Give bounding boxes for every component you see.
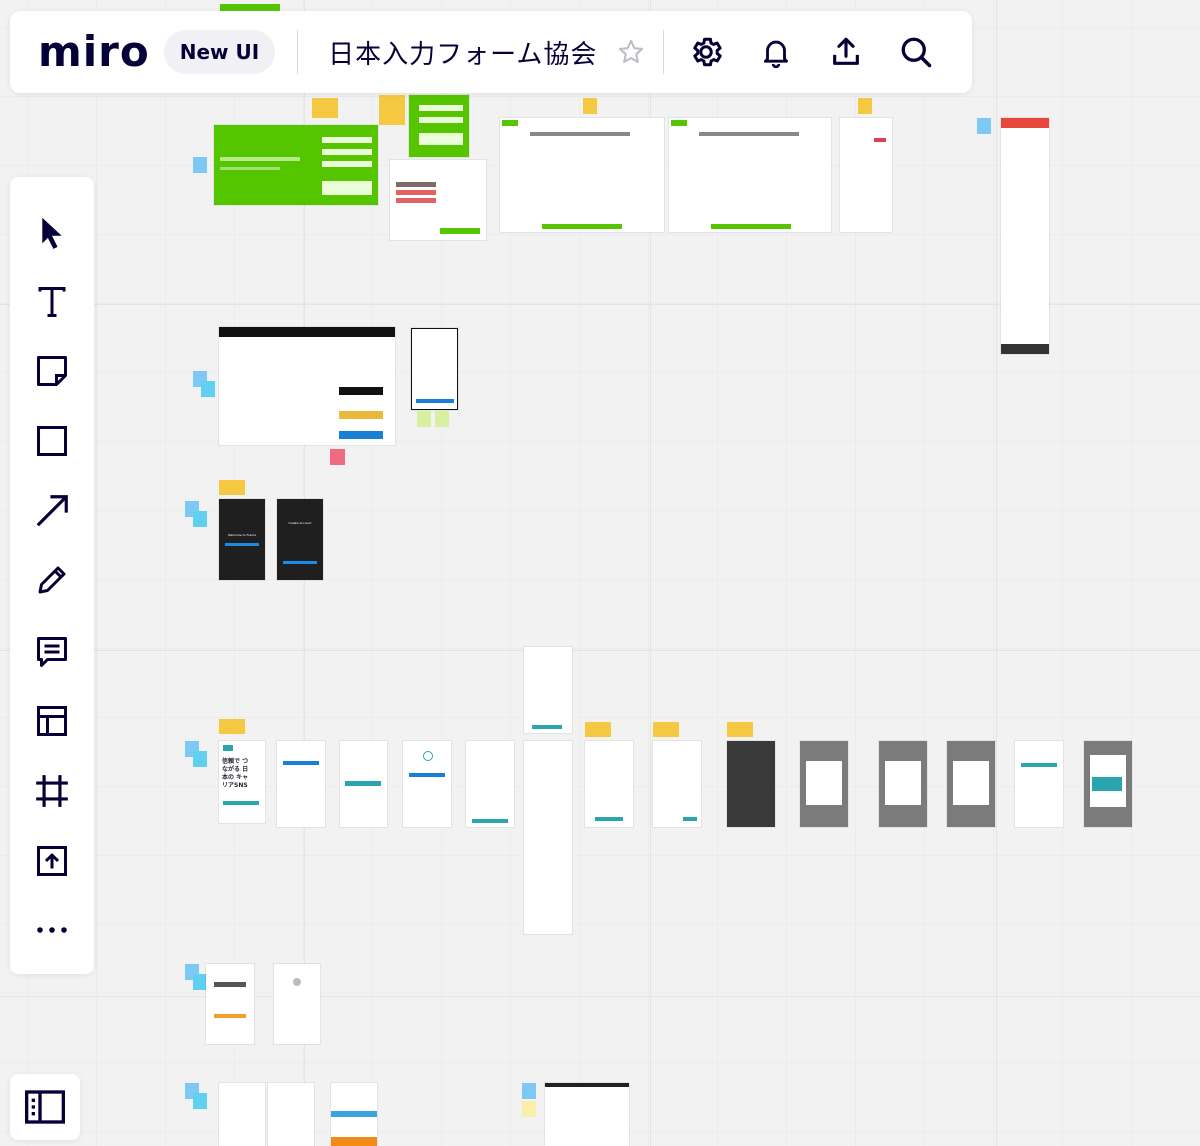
frame-dark-create[interactable]: Create Account <box>277 499 323 580</box>
comment-tool[interactable] <box>28 628 76 676</box>
sticky-note-yellow[interactable] <box>583 98 597 114</box>
star-icon[interactable] <box>611 32 651 72</box>
frame-dark-welcome[interactable]: Welcome to Frame <box>219 499 265 580</box>
sticky-note-yellow[interactable] <box>219 480 245 495</box>
frame-bottom-form-2[interactable] <box>268 1083 314 1146</box>
sticky-note-blue[interactable] <box>201 381 215 397</box>
frame-app-long-2[interactable] <box>524 741 572 934</box>
frame-dark-create-title: Create Account <box>288 521 312 525</box>
template-tool[interactable] <box>28 697 76 745</box>
frame-app-6[interactable] <box>585 741 633 827</box>
frame-bottom-form-3[interactable] <box>331 1083 377 1146</box>
sticky-note-lime[interactable] <box>417 411 431 427</box>
shape-tool[interactable] <box>28 417 76 465</box>
frame-qiita-tag-mobile[interactable] <box>840 118 892 232</box>
frame-app-long[interactable] <box>524 647 572 733</box>
sticky-note-blue[interactable] <box>977 118 991 134</box>
upload-tool[interactable] <box>28 837 76 885</box>
frame-qiita-tag-follow-2[interactable] <box>669 118 831 232</box>
frame-bottom-form-1[interactable] <box>219 1083 265 1146</box>
frame-app-modal-4[interactable] <box>1084 741 1132 827</box>
top-bar: miro New UI 日本入力フォーム協会 <box>10 11 972 93</box>
frame-app-plain[interactable] <box>1015 741 1063 827</box>
frame-app-dark-modal[interactable] <box>727 741 775 827</box>
frame-qiita-welcome[interactable] <box>390 160 486 240</box>
bell-icon[interactable] <box>756 32 796 72</box>
sticky-note-yellow[interactable] <box>312 98 338 118</box>
frame-mobile-long[interactable] <box>1001 118 1049 354</box>
miro-logo[interactable]: miro <box>38 27 150 76</box>
left-toolbar <box>10 177 94 974</box>
new-ui-badge[interactable]: New UI <box>163 30 276 74</box>
sticky-note-pink[interactable] <box>330 449 345 465</box>
sticky-note-yellow[interactable] <box>858 98 872 114</box>
pen-tool[interactable] <box>28 556 76 604</box>
frame-app-modal-2[interactable] <box>879 741 927 827</box>
sticky-note-blue[interactable] <box>193 1093 207 1109</box>
frame-dark-welcome-title: Welcome to Frame <box>228 533 256 537</box>
panel-toggle-icon[interactable] <box>10 1074 80 1140</box>
frame-career-sns[interactable]: 信頼で つながる 日本の キャリアSNS <box>219 741 265 823</box>
sticky-note-yellow[interactable] <box>220 4 280 12</box>
sticky-note-yellow[interactable] <box>727 722 753 737</box>
frame-app-3[interactable] <box>340 741 387 827</box>
sticky-note-blue[interactable] <box>193 157 207 173</box>
more-icon[interactable] <box>28 906 76 954</box>
frame-tool[interactable] <box>28 767 76 815</box>
sticky-note-yellow[interactable] <box>653 722 679 737</box>
sticky-note-lime[interactable] <box>522 1101 536 1117</box>
frame-career-sns-copy: 信頼で つながる 日本の キャリアSNS <box>222 758 249 789</box>
frame-app-modal-3[interactable] <box>947 741 995 827</box>
text-tool[interactable] <box>28 278 76 326</box>
sticky-note-blue[interactable] <box>193 974 207 990</box>
sticky-note-blue[interactable] <box>522 1083 536 1099</box>
frame-qiita-signup[interactable] <box>409 95 469 157</box>
sticky-note-tool[interactable] <box>28 347 76 395</box>
frame-app-5[interactable] <box>466 741 514 827</box>
frame-qiita-landing[interactable] <box>214 125 378 205</box>
gear-icon[interactable] <box>686 32 726 72</box>
board-title[interactable]: 日本入力フォーム協会 <box>328 39 598 70</box>
frame-bottom-document[interactable] <box>545 1083 629 1146</box>
sticky-note-lime[interactable] <box>435 411 449 427</box>
upload-icon[interactable] <box>826 32 866 72</box>
frame-app-modal-1[interactable] <box>800 741 848 827</box>
sticky-note-yellow[interactable] <box>379 95 405 125</box>
arrow-tool[interactable] <box>28 487 76 535</box>
divider <box>297 30 299 74</box>
frame-adidas-mobile[interactable] <box>411 328 458 410</box>
select-tool[interactable] <box>28 209 76 257</box>
sticky-note-blue[interactable] <box>193 751 207 767</box>
sticky-note-blue[interactable] <box>193 511 207 527</box>
sticky-note-yellow[interactable] <box>585 722 611 737</box>
sticky-note-yellow[interactable] <box>219 719 245 734</box>
search-icon[interactable] <box>896 32 936 72</box>
frame-oauth-confirm[interactable] <box>274 964 320 1044</box>
frame-app-4[interactable] <box>403 741 451 827</box>
frame-app-7[interactable] <box>653 741 701 827</box>
frame-adidas-form[interactable] <box>219 327 395 445</box>
frame-qiita-tag-follow[interactable] <box>500 118 664 232</box>
frame-app-2[interactable] <box>277 741 325 827</box>
frame-oauth-login[interactable] <box>206 964 254 1044</box>
divider <box>663 30 665 74</box>
